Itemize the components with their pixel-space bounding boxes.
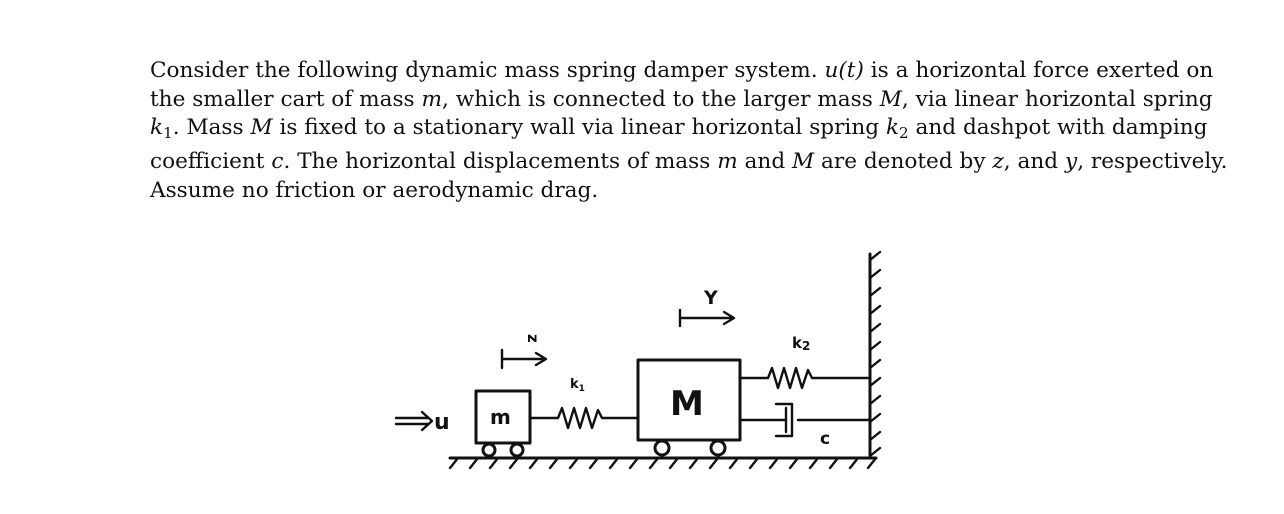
dashpot-icon — [738, 402, 872, 438]
math-k1: k — [150, 115, 164, 141]
z-label: z — [524, 334, 542, 343]
k2-label: k2 — [792, 334, 810, 353]
wall-hatching — [868, 250, 882, 458]
wall — [868, 250, 882, 460]
arrow-icon — [500, 348, 548, 370]
input-force: u — [394, 410, 450, 435]
paragraph-line-5: Assume no friction or aerodynamic drag. — [150, 177, 599, 203]
y-label: Y — [703, 287, 718, 309]
wheel-icon — [653, 439, 671, 457]
ground — [448, 456, 878, 470]
paragraph-line-4: coefficient c. The horizontal displaceme… — [150, 148, 1227, 177]
text-run: coefficient — [150, 148, 272, 174]
mass-spring-damper-diagram: u m z k1 M Y — [388, 246, 888, 478]
text-run: and dashpot with damping — [908, 115, 1208, 141]
text-run: . The horizontal displacements of mass — [283, 148, 718, 174]
wheel-icon — [509, 442, 525, 458]
large-mass-box — [636, 358, 742, 442]
paragraph-line-3: k1. Mass M is fixed to a stationary wall… — [150, 114, 1208, 147]
math-m: m — [717, 148, 738, 174]
diagram-svg: u m z k1 M Y — [394, 250, 882, 470]
wheel-icon — [481, 442, 497, 458]
ground-hatching — [448, 456, 878, 470]
text-run: Consider the following dynamic mass spri… — [150, 58, 825, 83]
text-run: are denoted by — [814, 148, 993, 174]
text-run: , respectively. — [1077, 148, 1228, 174]
math-k2: k — [885, 115, 900, 141]
spring-icon — [528, 406, 640, 430]
math-M: M — [250, 115, 273, 141]
spring-k1: k1 — [528, 377, 640, 430]
math-y: y — [1065, 148, 1078, 174]
text-run: . Mass — [172, 115, 251, 141]
math-M: M — [879, 86, 902, 112]
z-displacement: z — [500, 334, 548, 370]
math-m: m — [421, 86, 442, 112]
math-c: c — [271, 148, 284, 174]
math-z: z — [992, 148, 1004, 174]
damper-label: c — [820, 429, 830, 449]
text-run: , which is connected to the larger mass — [442, 86, 880, 112]
text-run: is a horizontal force exerted on — [863, 58, 1214, 83]
small-cart: m — [474, 389, 532, 458]
spring-k2: k2 — [738, 334, 872, 390]
paragraph-line-1: Consider the following dynamic mass spri… — [150, 57, 1213, 86]
wheel-icon — [709, 439, 727, 457]
text-run: is fixed to a stationary wall via linear… — [272, 115, 886, 141]
small-mass-label: m — [490, 405, 511, 429]
input-label-u: u — [434, 410, 450, 435]
y-displacement: Y — [678, 287, 736, 328]
problem-statement: Consider the following dynamic mass spri… — [150, 57, 1227, 205]
dashpot-c: c — [738, 402, 872, 449]
paragraph-line-2: the smaller cart of mass m, which is con… — [150, 86, 1213, 115]
math-M: M — [792, 148, 815, 174]
text-run: , and — [1003, 148, 1065, 174]
text-run: the smaller cart of mass — [150, 86, 422, 112]
math-k1-subscript: 1 — [163, 124, 173, 143]
large-cart: M — [636, 358, 742, 457]
math-u-of-t: u(t) — [824, 58, 864, 83]
spring-icon — [738, 366, 872, 390]
math-k2-subscript: 2 — [899, 124, 909, 143]
double-arrow-icon — [394, 410, 434, 432]
k1-label: k1 — [570, 377, 585, 394]
text-run: and — [737, 148, 793, 174]
text-run: , via linear horizontal spring — [901, 86, 1213, 112]
large-mass-label: M — [670, 384, 704, 424]
arrow-icon — [678, 308, 736, 328]
